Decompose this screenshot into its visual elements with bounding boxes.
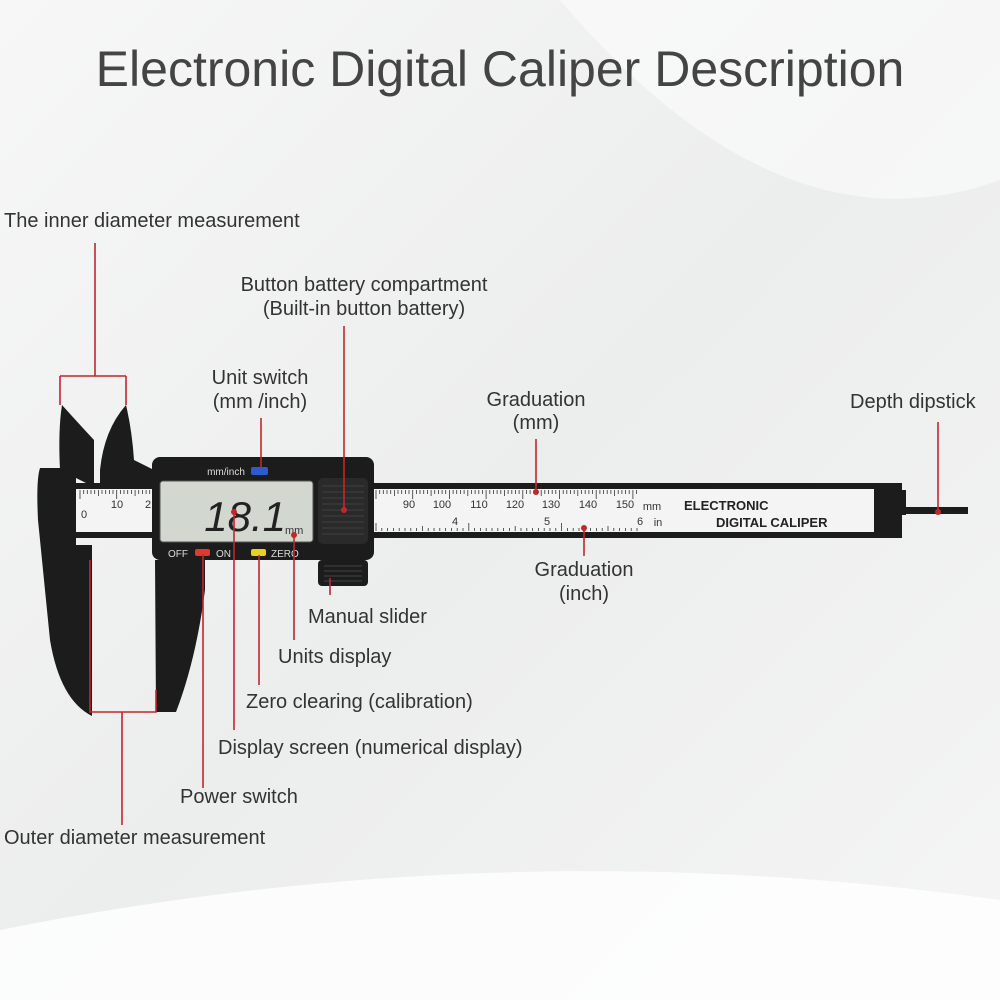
mm-scale-label: 150: [616, 499, 634, 511]
depth-rod: [900, 507, 968, 514]
slider-outer-jaw: [155, 560, 205, 712]
mm-scale-label: 2: [145, 499, 151, 511]
brand-line2: DIGITAL CALIPER: [716, 515, 828, 530]
label-zero-clearing: Zero clearing (calibration): [246, 691, 473, 713]
label-inner-diameter: The inner diameter measurement: [4, 210, 300, 232]
depth-rod-step: [900, 490, 906, 515]
lcd-unit: mm: [285, 525, 303, 537]
mm-scale-label: 130: [542, 499, 560, 511]
slider-head: [100, 405, 154, 483]
label-graduation-mm-line2: (mm): [513, 412, 560, 434]
in-unit-label: in: [654, 517, 663, 529]
inch-scale-label: 4: [452, 516, 458, 528]
mm-scale-label: 140: [579, 499, 597, 511]
inch-scale-ticks: [375, 523, 638, 531]
label-manual-slider: Manual slider: [308, 606, 427, 628]
off-label: OFF: [168, 549, 188, 560]
inch-scale-label: 5: [544, 516, 550, 528]
leader-inner-diameter: [59, 243, 127, 405]
on-label: ON: [216, 549, 231, 560]
mm-scale-label: 100: [433, 499, 451, 511]
fixed-outer-jaw: [37, 468, 92, 716]
mm-scale-label: 120: [506, 499, 524, 511]
background-swoosh: [0, 871, 1000, 1000]
leader-dots: [231, 489, 941, 538]
mm-scale-label: 110: [470, 499, 488, 511]
label-unit-switch-line1: Unit switch: [212, 367, 309, 389]
brand-line1: ELECTRONIC: [684, 498, 769, 513]
label-display-screen: Display screen (numerical display): [218, 737, 523, 759]
label-power-switch: Power switch: [180, 786, 298, 808]
label-graduation-inch-line1: Graduation: [535, 559, 634, 581]
label-graduation-inch-line2: (inch): [559, 583, 609, 605]
inch-scale-numbers: 4 5 6 in: [452, 516, 662, 529]
inch-scale-label: 6: [637, 516, 643, 528]
scale-ticks-left: [79, 490, 151, 499]
label-battery-line1: Button battery compartment: [241, 274, 488, 296]
fixed-inner-jaw: [59, 405, 94, 483]
label-graduation-mm-line1: Graduation: [487, 389, 586, 411]
label-outer-diameter: Outer diameter measurement: [4, 827, 266, 849]
label-units-display: Units display: [278, 646, 391, 668]
unit-switch-button[interactable]: [251, 467, 268, 475]
label-unit-switch-line2: (mm /inch): [213, 391, 307, 413]
label-battery-line2: (Built-in button battery): [263, 298, 465, 320]
mm-scale-numbers: 0 10 2 90 100 110 120 130 140 150 mm: [81, 499, 661, 521]
lcd-value: 18.1: [204, 493, 286, 540]
label-depth-dipstick: Depth dipstick: [850, 391, 977, 413]
zero-button[interactable]: [251, 549, 266, 556]
zero-label: ZERO: [271, 549, 299, 560]
mm-scale-label: 0: [81, 509, 87, 521]
page-title: Electronic Digital Caliper Description: [96, 41, 905, 97]
mm-unit-label: mm: [643, 501, 661, 513]
power-switch-button[interactable]: [195, 549, 210, 556]
background-swoosh-upper: [560, 0, 1000, 199]
mm-scale-label: 90: [403, 499, 415, 511]
manual-slider-wheel: [318, 560, 368, 586]
unit-button-label: mm/inch: [207, 467, 245, 478]
leader-outer-diameter: [89, 560, 157, 825]
mm-scale-label: 10: [111, 499, 123, 511]
